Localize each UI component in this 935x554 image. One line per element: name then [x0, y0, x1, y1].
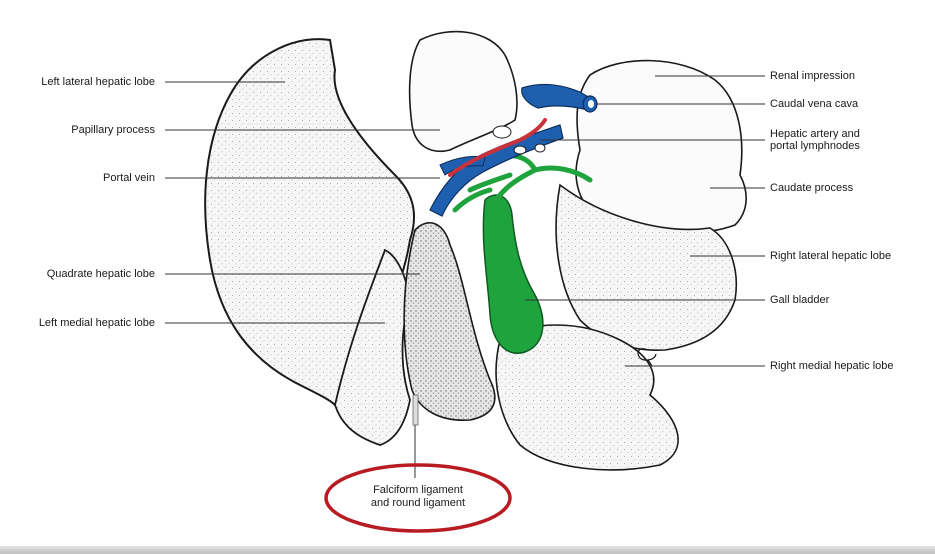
label-falciform-ligament: Falciform ligament — [348, 484, 488, 497]
caudal-vena-cava-lumen — [588, 100, 594, 108]
label-left-lateral-hepatic-lobe: Left lateral hepatic lobe — [41, 76, 155, 88]
label-hepatic-artery-line2: portal lymphnodes — [770, 140, 860, 152]
label-hepatic-artery-line1: Hepatic artery and — [770, 128, 860, 140]
lymphnode-1 — [493, 126, 511, 138]
label-caudal-vena-cava: Caudal vena cava — [770, 98, 858, 110]
quadrate-lobe-shape — [404, 223, 495, 420]
caudal-vena-cava-shape — [522, 85, 590, 110]
label-round-ligament: and round ligament — [348, 497, 488, 510]
lymphnode-3 — [535, 144, 545, 152]
label-caudate-process: Caudate process — [770, 182, 853, 194]
label-right-lateral-hepatic-lobe: Right lateral hepatic lobe — [770, 250, 891, 262]
caudate-process-shape — [576, 61, 746, 234]
label-right-medial-hepatic-lobe: Right medial hepatic lobe — [770, 360, 894, 372]
label-portal-vein: Portal vein — [103, 172, 155, 184]
label-papillary-process: Papillary process — [71, 124, 155, 136]
label-gall-bladder: Gall bladder — [770, 294, 829, 306]
label-renal-impression: Renal impression — [770, 70, 855, 82]
falciform-ligament-stub — [413, 395, 418, 425]
bottom-border-bar — [0, 546, 935, 554]
label-left-medial-hepatic-lobe: Left medial hepatic lobe — [39, 317, 155, 329]
label-quadrate-hepatic-lobe: Quadrate hepatic lobe — [47, 268, 155, 280]
lymphnode-2 — [514, 146, 526, 154]
gall-bladder-shape — [483, 195, 542, 353]
